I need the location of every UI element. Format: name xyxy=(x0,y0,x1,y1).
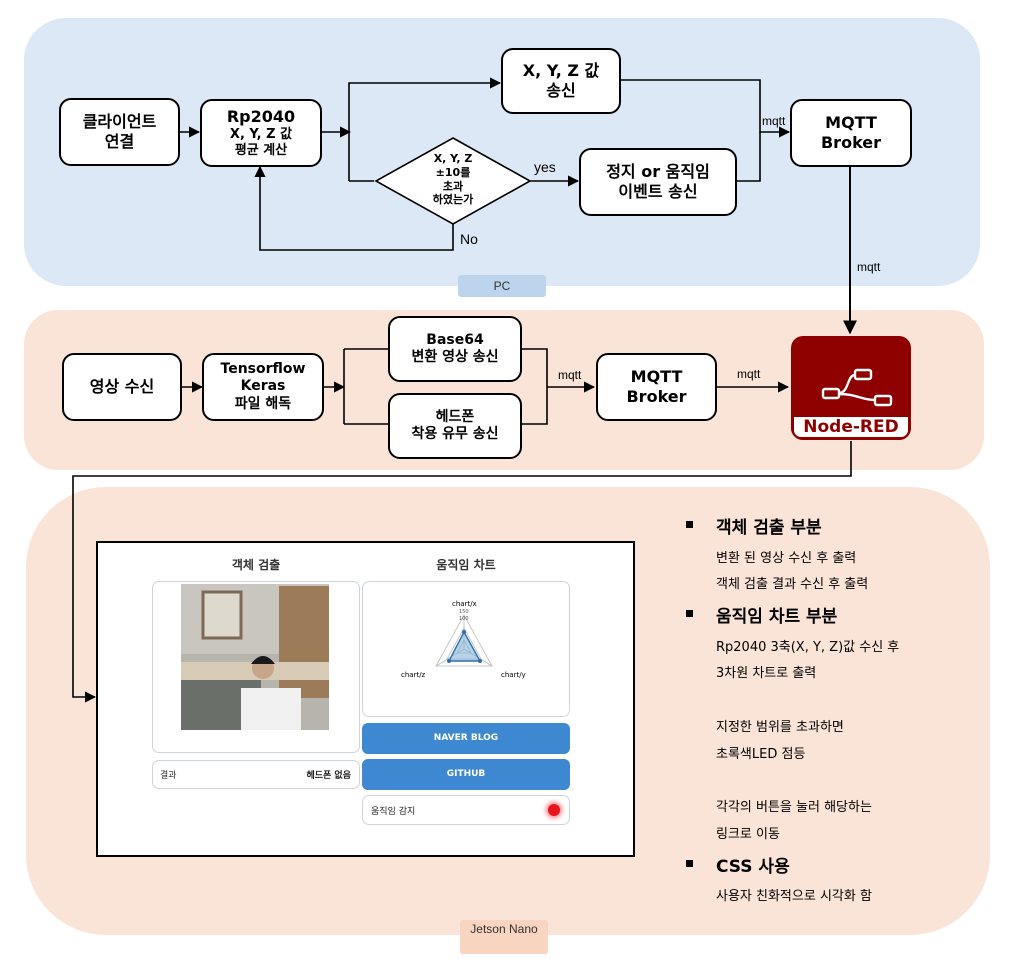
jetson-mqtt-broker-box: MQTT Broker xyxy=(596,353,717,421)
jetson-nano-tag: Jetson Nano xyxy=(460,920,548,954)
decision-diamond: X, Y, Z ±10를 초과 하였는가 xyxy=(408,152,498,207)
video-receive-box: 영상 수신 xyxy=(62,353,182,421)
tf-line1: Tensorflow xyxy=(220,360,306,377)
client-line2: 연결 xyxy=(104,132,135,151)
radar-label-y: chart/y xyxy=(501,671,526,679)
note-2e: 각각의 버튼을 눌러 해당하는 xyxy=(716,800,872,815)
jetson-mqtt-label-2: mqtt xyxy=(737,367,761,381)
video-rx-label: 영상 수신 xyxy=(89,377,155,396)
camera-feed xyxy=(181,584,329,730)
pc-mqtt-label-2: mqtt xyxy=(857,260,881,274)
rp2040-box: Rp2040 X, Y, Z 값 평균 계산 xyxy=(200,99,322,167)
radar-tick-2: 100 xyxy=(459,616,469,622)
radar-chart xyxy=(435,614,493,667)
tf-line3: 파일 해독 xyxy=(234,395,292,412)
radar-tick-1: 150 xyxy=(459,609,469,615)
event-line2: 이벤트 송신 xyxy=(618,182,698,201)
tensorflow-box: Tensorflow Keras 파일 해독 xyxy=(202,353,324,421)
result-row: 결과 헤드폰 없음 xyxy=(152,760,360,789)
note-3a: 사용자 친화적으로 시각화 함 xyxy=(716,889,872,904)
result-label: 결과 xyxy=(160,771,177,781)
bullet-icon xyxy=(686,860,693,867)
yes-label: yes xyxy=(534,159,556,175)
motion-led-icon xyxy=(548,804,560,816)
no-label: No xyxy=(460,231,478,247)
node-red-flow-icon xyxy=(821,368,893,407)
rp-line2: X, Y, Z 값 xyxy=(229,126,293,142)
pc-broker-line1: MQTT xyxy=(825,113,877,132)
jetson-broker-line1: MQTT xyxy=(630,367,683,386)
node-red-logo: Node-RED xyxy=(791,336,911,440)
radar-card: chart/x chart/y chart/z 150 100 xyxy=(362,581,570,717)
camera-feed-image xyxy=(181,584,329,730)
base64-box: Base64 변환 영상 송신 xyxy=(388,316,522,382)
rp-line1: Rp2040 xyxy=(226,106,296,126)
send-xyz-line2: 송신 xyxy=(546,81,576,100)
detect-title: 객체 검출 xyxy=(231,558,281,572)
pc-mqtt-label-1: mqtt xyxy=(762,114,786,128)
event-send-box: 정지 or 움직임 이벤트 송신 xyxy=(579,148,737,216)
note-1b: 객체 검출 결과 수신 후 출력 xyxy=(716,577,869,592)
headphone-line1: 헤드폰 xyxy=(435,408,475,425)
decision-line4: 하였는가 xyxy=(432,193,474,207)
chart-title: 움직임 차트 xyxy=(436,558,496,572)
base64-line1: Base64 xyxy=(426,331,484,348)
note-2f: 링크로 이동 xyxy=(716,827,780,842)
client-line1: 클라이언트 xyxy=(82,112,157,131)
radar-label-x: chart/x xyxy=(452,600,477,608)
node-red-label: Node-RED xyxy=(791,414,911,440)
note-heading-1: 객체 검출 부분 xyxy=(716,518,822,538)
jetson-mqtt-label-1: mqtt xyxy=(558,368,582,382)
motion-row: 움직임 감지 xyxy=(362,795,570,825)
note-1a: 변환 된 영상 수신 후 출력 xyxy=(716,551,857,566)
headphone-line2: 착용 유무 송신 xyxy=(411,426,499,442)
base64-line2: 변환 영상 송신 xyxy=(411,349,499,365)
motion-label: 움직임 감지 xyxy=(371,807,416,817)
note-2c: 지정한 범위를 초과하면 xyxy=(716,720,844,735)
naver-blog-button[interactable]: NAVER BLOG xyxy=(362,723,570,754)
send-xyz-line1: X, Y, Z 값 xyxy=(522,61,600,80)
result-value: 헤드폰 없음 xyxy=(306,771,351,781)
pc-broker-line2: Broker xyxy=(820,133,882,152)
note-2a: Rp2040 3축(X, Y, Z)값 수신 후 xyxy=(716,640,900,655)
pc-mqtt-broker-box: MQTT Broker xyxy=(790,99,912,167)
note-heading-3: CSS 사용 xyxy=(716,857,790,877)
headphone-box: 헤드폰 착용 유무 송신 xyxy=(388,393,522,459)
note-2b: 3차원 차트로 출력 xyxy=(716,666,817,681)
decision-line2: ±10를 xyxy=(435,165,471,179)
rp-line3: 평균 계산 xyxy=(234,143,288,158)
radar-label-z: chart/z xyxy=(401,671,426,679)
pc-tag: PC xyxy=(458,275,546,297)
note-2d: 초록색LED 점등 xyxy=(716,747,806,762)
send-xyz-box: X, Y, Z 값 송신 xyxy=(501,48,621,114)
github-button[interactable]: GITHUB xyxy=(362,759,570,790)
tf-line2: Keras xyxy=(240,378,286,395)
decision-line1: X, Y, Z xyxy=(433,152,473,165)
event-line1: 정지 or 움직임 xyxy=(606,162,710,181)
decision-line3: 초과 xyxy=(442,179,464,193)
note-heading-2: 움직임 차트 부분 xyxy=(716,607,838,627)
bullet-icon xyxy=(686,521,693,528)
bullet-icon xyxy=(686,610,693,617)
jetson-broker-line2: Broker xyxy=(626,387,687,406)
client-connect-box: 클라이언트 연결 xyxy=(59,98,180,166)
